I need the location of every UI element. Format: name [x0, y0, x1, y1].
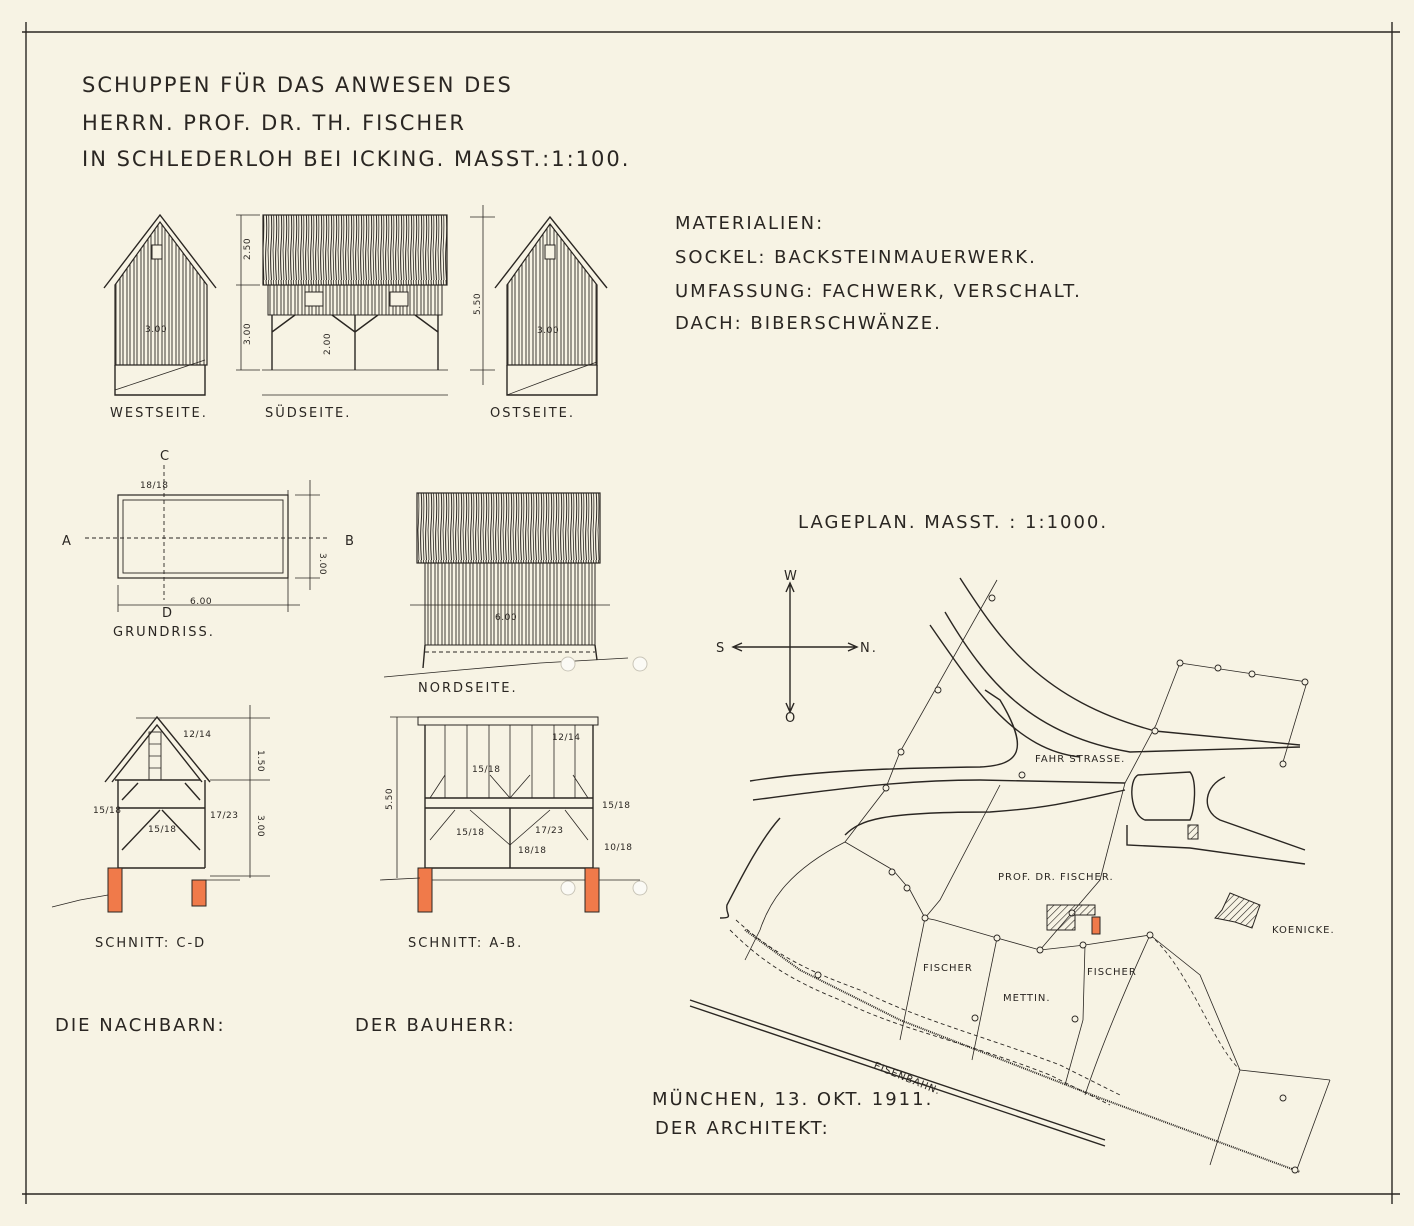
north-elevation-label: NORDSEITE. [418, 681, 518, 696]
compass-west: W [784, 569, 799, 584]
section-mark-c: C [160, 449, 171, 464]
cd-note-right: 17/23 [210, 811, 238, 821]
ab-note-5: 17/23 [535, 826, 563, 836]
east-elevation-label: OSTSEITE. [490, 406, 575, 421]
koenicke-label: KOENICKE. [1272, 925, 1335, 936]
plan-post-size: 18/18 [140, 481, 168, 491]
west-elevation: 3.00 WESTSEITE. [103, 213, 217, 421]
punch-holes [560, 656, 648, 896]
place-date: MÜNCHEN, 13. OKT. 1911. [652, 1088, 933, 1110]
cd-wall-dim: 3.00 [255, 815, 265, 837]
ab-note-4: 15/18 [456, 828, 484, 838]
materials-dach: DACH: BIBERSCHWÄNZE. [675, 313, 942, 334]
title-line-2: HERRN. PROF. DR. TH. FISCHER [82, 111, 466, 135]
title-line-3: IN SCHLEDERLOH BEI ICKING. MASST.:1:100. [82, 147, 630, 171]
ab-note-3: 15/18 [602, 801, 630, 811]
compass-north: N. [860, 641, 878, 656]
ab-height-dim: 5.50 [385, 788, 395, 810]
neighbours-signature-label: DIE NACHBARN: [55, 1015, 226, 1036]
ab-note-1: 12/14 [552, 733, 580, 743]
fischer-plot-1-label: FISCHER [923, 963, 973, 974]
site-plan-title: LAGEPLAN. MASST. : 1:1000. [798, 512, 1108, 533]
section-mark-a: A [62, 534, 73, 549]
ab-note-7: 10/18 [604, 843, 632, 853]
floor-plan: A B C D 6.00 3.00 18/18 GRUNDRISS. [62, 449, 356, 640]
architect-signature-label: DER ARCHITEKT: [655, 1118, 830, 1139]
north-width-dim: 6.00 [495, 613, 517, 623]
signature-area: DIE NACHBARN: DER BAUHERR: MÜNCHEN, 13. … [55, 1015, 933, 1139]
materials-heading: MATERIALIEN: [675, 213, 824, 234]
main-house [1046, 904, 1096, 931]
south-post-dim: 2.00 [323, 333, 333, 355]
cd-note-left: 15/18 [93, 806, 121, 816]
client-signature-label: DER BAUHERR: [355, 1015, 516, 1036]
plan-width-dim: 6.00 [190, 597, 212, 607]
section-cd-label: SCHNITT: C-D [95, 936, 206, 951]
koenicke-house [1214, 892, 1261, 929]
materials-list: MATERIALIEN: SOCKEL: BACKSTEINMAUERWERK.… [675, 213, 1082, 334]
north-elevation: 6.00 NORDSEITE. [383, 492, 629, 696]
section-cd: 1.50 3.00 12/14 15/18 17/23 15/18 SCHNIT… [51, 705, 270, 951]
east-height-dim: 5.50 [473, 293, 483, 315]
ab-note-2: 15/18 [472, 765, 500, 775]
cd-roof-dim: 1.50 [255, 750, 265, 772]
east-elevation: 5.50 3.00 OSTSEITE. [470, 205, 608, 421]
owner-label: PROF. DR. FISCHER. [998, 872, 1114, 883]
site-plan: LAGEPLAN. MASST. : 1:1000. W O S N. [689, 512, 1335, 1174]
east-width-dim: 3.00 [537, 326, 559, 336]
south-elevation: 2.50 3.00 2.00 SÜDSEITE. [236, 214, 448, 421]
compass-south: S [716, 641, 726, 656]
west-width-dim: 3.00 [145, 325, 167, 335]
fischer-plot-2-label: FISCHER [1087, 967, 1137, 978]
floor-plan-label: GRUNDRISS. [113, 625, 215, 640]
mettin-label: METTIN. [1003, 993, 1051, 1004]
cd-note-rafter: 12/14 [183, 730, 211, 740]
cd-note-brace: 15/18 [148, 825, 176, 835]
materials-umfassung: UMFASSUNG: FACHWERK, VERSCHALT. [675, 281, 1082, 302]
ab-note-6: 18/18 [518, 846, 546, 856]
plan-depth-dim: 3.00 [317, 553, 327, 575]
south-elevation-label: SÜDSEITE. [265, 404, 351, 421]
compass-east: O [785, 711, 797, 726]
west-elevation-label: WESTSEITE. [110, 406, 208, 421]
new-shed [1091, 916, 1101, 935]
section-ab: 5.50 12/14 15/18 15/18 15/18 17/23 18/18… [379, 716, 640, 951]
section-mark-b: B [345, 534, 356, 549]
title-block: SCHUPPEN FÜR DAS ANWESEN DES HERRN. PROF… [82, 72, 630, 171]
compass-rose: W O S N. [716, 569, 878, 726]
title-line-1: SCHUPPEN FÜR DAS ANWESEN DES [82, 72, 513, 97]
materials-sockel: SOCKEL: BACKSTEINMAUERWERK. [675, 247, 1037, 268]
south-wall-dim: 3.00 [243, 323, 253, 345]
sheet-border [22, 22, 1400, 1204]
road-label: FAHR STRASSE. [1035, 754, 1125, 765]
south-roof-dim: 2.50 [243, 238, 253, 260]
boundary-markers [814, 594, 1309, 1174]
section-ab-label: SCHNITT: A-B. [408, 936, 523, 951]
section-mark-d: D [162, 606, 174, 621]
